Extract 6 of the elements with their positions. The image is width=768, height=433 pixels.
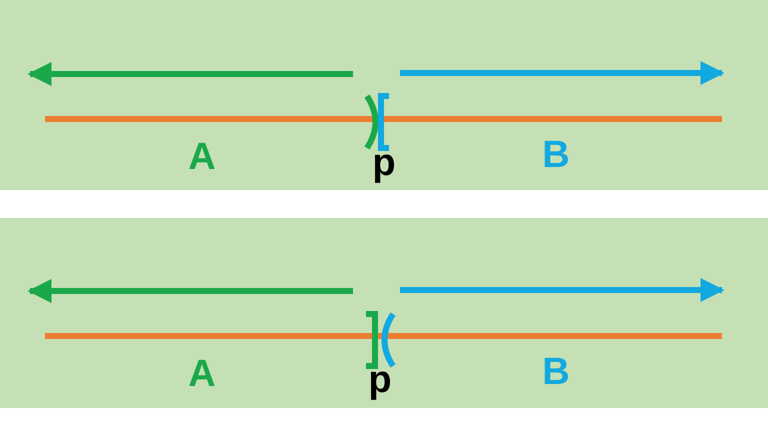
set-label: A <box>188 138 216 176</box>
set-label: B <box>542 353 570 391</box>
set-label: B <box>542 136 570 174</box>
point-label: p <box>368 361 392 399</box>
set-label: A <box>188 355 216 393</box>
point-label: p <box>372 144 396 182</box>
